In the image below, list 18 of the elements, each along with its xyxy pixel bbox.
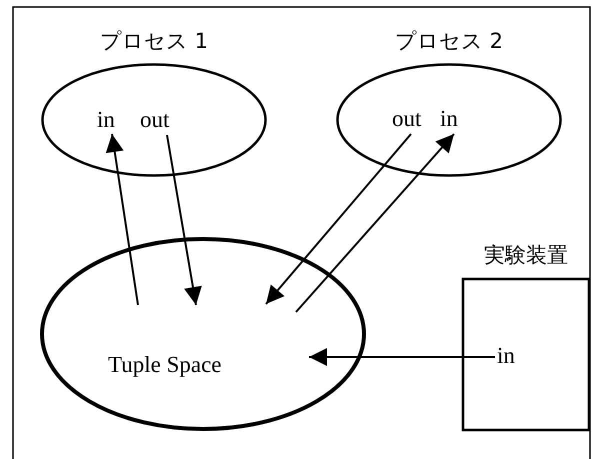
device-box (462, 242, 590, 432)
port-label: in (440, 106, 458, 132)
arrow (295, 133, 455, 313)
port-label: out (140, 107, 170, 133)
port-label: out (392, 106, 422, 132)
node-heading: 実験装置 (483, 242, 569, 268)
arrow (265, 133, 412, 305)
port-label: in (97, 107, 115, 133)
process-ellipse (336, 28, 562, 178)
arrow (166, 134, 202, 306)
arrow (106, 134, 139, 306)
arrow (309, 348, 495, 366)
process-ellipse (41, 28, 267, 178)
port-label: in (497, 343, 515, 369)
node-heading: プロセス 2 (394, 28, 504, 54)
tuple-space-ellipse (40, 237, 366, 431)
node-heading: プロセス 1 (98, 28, 210, 54)
node-label: Tuple Space (108, 352, 222, 378)
